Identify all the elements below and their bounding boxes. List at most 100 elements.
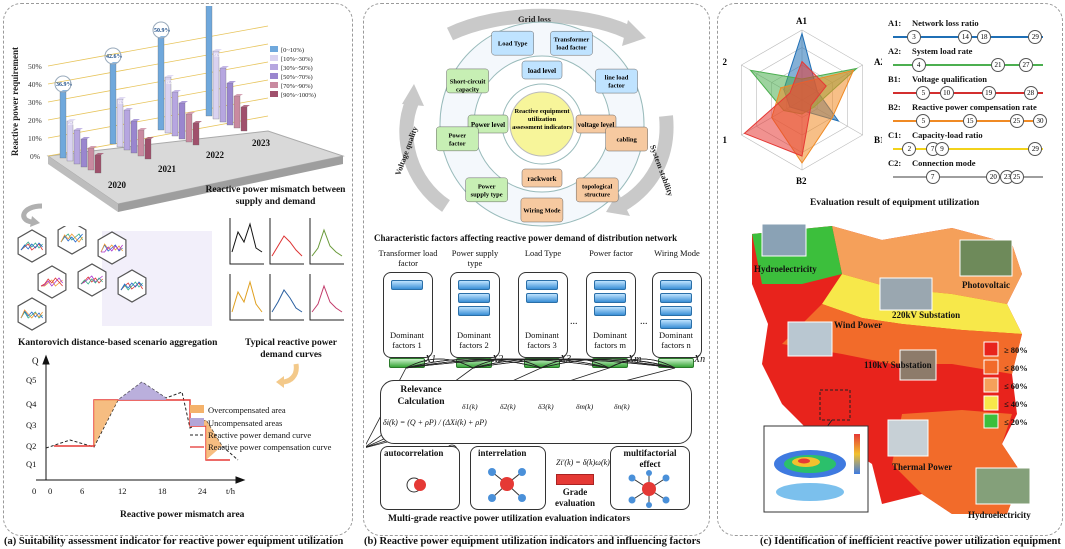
bar3d-legend-label: [0~10%) — [281, 47, 304, 54]
bar3d-inner-label: 93 — [214, 53, 220, 59]
grade-label: Grade evaluation — [554, 487, 595, 508]
caption-c: (c) Identification of inefficient reacti… — [760, 536, 1061, 547]
indicator-node: 30 — [1033, 114, 1047, 128]
bar3d-bar — [80, 137, 90, 168]
factor-bar — [458, 280, 490, 290]
bar3d-tick: 20% — [28, 116, 42, 125]
delta-label: δn(k) — [614, 402, 630, 411]
uncompensated-area — [118, 382, 166, 400]
factor-bar — [660, 306, 692, 316]
dominant-label: Dominant factors 2 — [457, 330, 491, 350]
indicator-code: C1: — [888, 130, 902, 140]
bar3d-legend-swatch — [270, 73, 278, 79]
arrow-label-grid-loss: Grid loss — [518, 14, 552, 24]
step-origin: 0 — [32, 486, 36, 496]
bar3d-bar — [212, 49, 222, 120]
multifactorial-box — [610, 446, 690, 510]
wheel-center: Reactive equipment utilization assessmen… — [512, 108, 572, 131]
interrelation-icon — [488, 468, 526, 502]
radar-axis-label: B2 — [796, 176, 807, 186]
flow-arrow — [276, 363, 299, 388]
indicator-node: 20 — [986, 170, 1001, 184]
dominant-label: Dominant factors n — [659, 330, 693, 350]
bar3d-tick: 0% — [30, 152, 40, 161]
bar3d-legend-swatch — [270, 55, 278, 61]
map-legend-label: ≤ 20% — [1004, 417, 1028, 427]
bar3d-legend-swatch — [270, 46, 278, 52]
indicator-name: Connection mode — [912, 158, 976, 168]
map-label: Hydroelectricity — [968, 510, 1031, 520]
bar3d-bar — [66, 119, 76, 162]
svg-text:factor: factor — [449, 140, 466, 147]
wheel-outer-item: Load Type — [491, 30, 534, 56]
map-label: Wind Power — [834, 320, 882, 330]
svg-text:rackwork: rackwork — [527, 175, 556, 183]
map-legend-swatch — [983, 377, 999, 393]
scenario-hexagon — [117, 269, 147, 303]
scenario-hexagon — [77, 263, 107, 297]
radar-chart: A1A2B1B2C1C2 — [722, 16, 882, 186]
indicator-node: 9 — [935, 142, 949, 156]
bar3d-legend-label: [50%~70%) — [281, 74, 313, 81]
bar3d-bar — [94, 153, 104, 174]
indicator-name: Voltage qualification — [912, 74, 988, 84]
bar3d-top-label: 36.9% — [56, 82, 73, 88]
dominant-label: Dominant factors m — [593, 330, 627, 350]
factor-bar — [594, 293, 626, 303]
bar3d-inner-label: 29 — [68, 121, 74, 127]
factor-wheel: Grid loss System stability Voltage quali… — [393, 8, 675, 227]
bar3d-ylabel: Reactive power requirement — [10, 47, 20, 156]
factor-bar — [660, 319, 692, 329]
autocorrelation-box — [380, 446, 460, 510]
ellipsis: ... — [570, 316, 578, 327]
indicator-line — [893, 176, 1043, 178]
link-arc — [540, 358, 676, 369]
indicator-node: 29 — [1028, 142, 1043, 156]
map-legend-swatch — [983, 395, 999, 411]
factor-bar — [594, 280, 626, 290]
step-ylabel: Q2 — [26, 441, 36, 451]
link-arc — [608, 358, 676, 369]
interrelation-label: interrelation — [478, 448, 527, 458]
scenario-hexagon — [97, 231, 127, 265]
relevance-box — [380, 380, 692, 444]
scenario-hexagon — [57, 226, 87, 255]
bar3d-bar — [233, 94, 243, 129]
scenario-hexagon — [17, 297, 47, 331]
factor-bar — [526, 293, 558, 303]
dominant-label: Dominant factors 3 — [525, 330, 559, 350]
factor-title: Power supply type — [451, 248, 499, 268]
year-label: 2020 — [108, 180, 127, 190]
step-legend: Uncompensated areas — [208, 418, 282, 428]
map-legend-label: ≥ 80% — [1004, 345, 1028, 355]
delta-label: δ3(k) — [538, 402, 554, 411]
step-xtick: 0 — [48, 486, 52, 496]
indicator-node: 2 — [902, 142, 917, 156]
map-label: Thermal Power — [892, 462, 952, 472]
relevance-label: Relevance Calculation — [397, 385, 445, 407]
caption-b: (b) Reactive power equipment utilization… — [364, 536, 701, 547]
wheel-inner-item: load level — [521, 60, 563, 80]
link-arc — [405, 358, 474, 369]
autocorrelation-label: autocorrelation — [384, 448, 444, 458]
link-arc — [405, 358, 676, 369]
indicator-node: 14 — [958, 30, 973, 44]
indicator-code: A2: — [888, 46, 902, 56]
step-xtick: 12 — [118, 486, 127, 496]
bar3d-inner-label: 82 — [166, 80, 172, 86]
indicator-line — [893, 148, 1043, 150]
step-xtick: 6 — [80, 486, 84, 496]
bar3d-tick: 40% — [28, 80, 42, 89]
bar3d-bar — [130, 119, 140, 154]
indicator-node: 27 — [1019, 58, 1033, 72]
indicator-line — [893, 64, 1043, 66]
typical-curves-label: Typical reactive power demand curves — [245, 338, 337, 360]
bar3d-legend-swatch — [270, 91, 278, 97]
indicator-node: 3 — [907, 30, 921, 44]
factors-title: Characteristic factors affecting reactiv… — [374, 233, 678, 243]
factor-bar — [458, 293, 490, 303]
